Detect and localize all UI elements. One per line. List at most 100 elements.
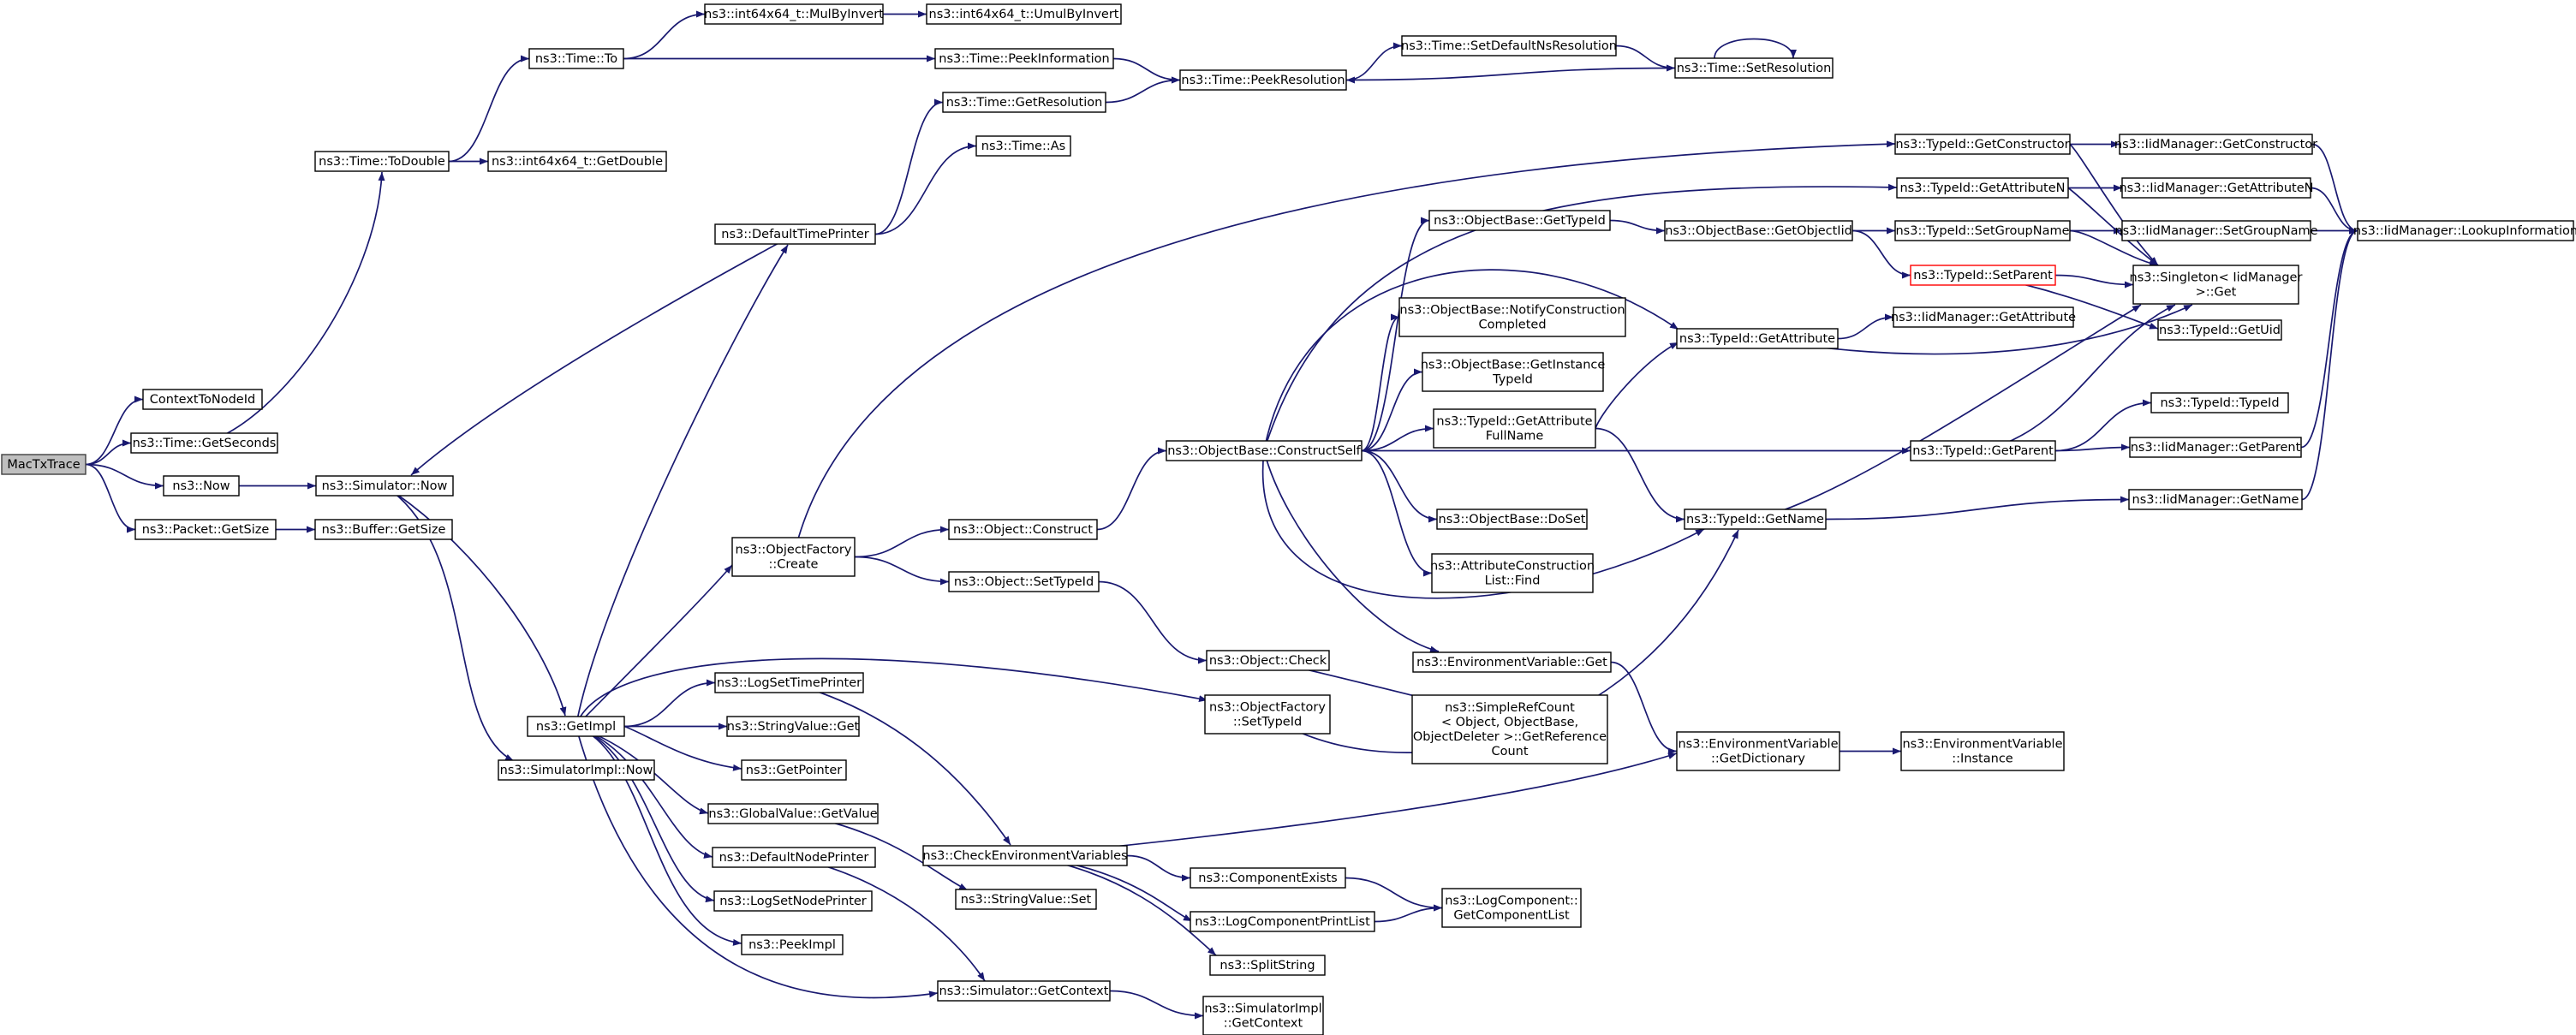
node-label: ns3::ObjectBase::NotifyConstruction	[1399, 304, 1625, 318]
node-buffer_getsize[interactable]: ns3::Buffer::GetSize	[314, 519, 453, 540]
node-typeid_getconstructor[interactable]: ns3::TypeId::GetConstructor	[1894, 134, 2071, 155]
node-iidmanager_setgroupname[interactable]: ns3::IidManager::SetGroupName	[2114, 220, 2318, 241]
node-time_setresolution[interactable]: ns3::Time::SetResolution	[1674, 57, 1834, 79]
node-iidmanager_getparent[interactable]: ns3::IidManager::GetParent	[2129, 437, 2302, 458]
node-box	[1204, 694, 1331, 735]
node-time_getseconds[interactable]: ns3::Time::GetSeconds	[130, 432, 278, 454]
node-checkenvironmentvariables[interactable]: ns3::CheckEnvironmentVariables	[922, 845, 1128, 866]
node-label: ns3::TypeId::SetGroupName	[1895, 224, 2069, 238]
node-box	[130, 432, 278, 454]
edge-mactxtrace-to-packet_getsize	[85, 463, 136, 533]
node-iidmanager_getattributen[interactable]: ns3::IidManager::GetAttributeN	[2119, 177, 2314, 199]
node-label: ns3::int64x64_t::UmulByInvert	[929, 8, 1119, 21]
edge-objectbase_constructself-to-attributeconstructionlist_find	[1361, 449, 1433, 577]
node-logsetnodeprinter[interactable]: ns3::LogSetNodePrinter	[713, 890, 873, 912]
node-environmentvariable_getdictionary[interactable]: ns3::EnvironmentVariable::GetDictionary	[1676, 731, 1840, 771]
edge-simulator_now-to-simimpl_now	[384, 485, 515, 762]
node-peekimpl[interactable]: ns3::PeekImpl	[741, 934, 844, 955]
node-label: ns3::IidManager::GetName	[2132, 493, 2299, 507]
node-box	[1676, 328, 1839, 349]
node-objectfactory_create[interactable]: ns3::ObjectFactory::Create	[731, 537, 856, 577]
node-time_setdefaultnsresolution[interactable]: ns3::Time::SetDefaultNsResolution	[1401, 35, 1617, 57]
node-contexttonodeid[interactable]: ContextToNodeId	[142, 389, 263, 410]
node-time_peekinformation[interactable]: ns3::Time::PeekInformation	[934, 48, 1114, 69]
node-simplerefcount[interactable]: ns3::SimpleRefCount< Object, ObjectBase,…	[1411, 694, 1608, 764]
node-mactxtrace[interactable]: MacTxTrace	[1, 454, 86, 475]
node-getpointer[interactable]: ns3::GetPointer	[741, 759, 847, 781]
node-typeid_typeid[interactable]: ns3::TypeId::TypeId	[2150, 392, 2289, 413]
node-stringvalue_get[interactable]: ns3::StringValue::Get	[726, 716, 860, 737]
node-object_construct[interactable]: ns3::Object::Construct	[948, 519, 1098, 540]
node-objectbase_constructself[interactable]: ns3::ObjectBase::ConstructSelf	[1166, 440, 1363, 461]
node-time_peekresolution[interactable]: ns3::Time::PeekResolution	[1179, 69, 1347, 91]
node-objectfactory_settypeid[interactable]: ns3::ObjectFactory::SetTypeId	[1204, 694, 1331, 735]
node-environmentvariable_instance[interactable]: ns3::EnvironmentVariable::Instance	[1900, 731, 2065, 771]
node-typeid_setgroupname[interactable]: ns3::TypeId::SetGroupName	[1894, 220, 2071, 241]
node-label: ns3::StringValue::Get	[727, 720, 860, 734]
node-label: ns3::TypeId::GetAttributeN	[1899, 181, 2065, 195]
node-typeid_getuid[interactable]: ns3::TypeId::GetUid	[2157, 319, 2282, 341]
node-environmentvariable_get[interactable]: ns3::EnvironmentVariable::Get	[1412, 651, 1612, 673]
node-int64_umulbyinvert[interactable]: ns3::int64x64_t::UmulByInvert	[926, 3, 1122, 25]
edge-typeid_getname-to-iidmanager_getname	[1825, 496, 2130, 520]
node-typeid_getattributen[interactable]: ns3::TypeId::GetAttributeN	[1896, 177, 2069, 199]
edge-mactxtrace-to-now	[85, 463, 164, 490]
node-objectbase_gettypeid[interactable]: ns3::ObjectBase::GetTypeId	[1428, 210, 1611, 231]
node-box	[1894, 220, 2071, 241]
node-box	[948, 571, 1100, 592]
node-iidmanager_getconstructor[interactable]: ns3::IidManager::GetConstructor	[2114, 134, 2317, 155]
node-int64_getdouble[interactable]: ns3::int64x64_t::GetDouble	[487, 151, 667, 172]
edge-getimpl-to-getpointer	[623, 725, 742, 771]
node-typeid_getname[interactable]: ns3::TypeId::GetName	[1684, 509, 1827, 530]
node-splitstring[interactable]: ns3::SplitString	[1209, 955, 1326, 976]
node-int64_mulbyinvert[interactable]: ns3::int64x64_t::MulByInvert	[704, 3, 884, 25]
node-typeid_getparent[interactable]: ns3::TypeId::GetParent	[1910, 440, 2056, 461]
node-box	[1206, 650, 1330, 671]
node-object_settypeid[interactable]: ns3::Object::SetTypeId	[948, 571, 1100, 592]
node-objectbase_doset[interactable]: ns3::ObjectBase::DoSet	[1436, 509, 1588, 530]
node-label: ns3::ObjectFactory	[1209, 701, 1326, 715]
node-box	[1436, 509, 1588, 530]
node-logcomponent_getcomponentlist[interactable]: ns3::LogComponent::GetComponentList	[1441, 888, 1582, 928]
node-time_todouble[interactable]: ns3::Time::ToDouble	[314, 151, 450, 172]
edge-getimpl-to-peekimpl	[575, 725, 742, 946]
node-objectbase_notifyconstructioncompleted[interactable]: ns3::ObjectBase::NotifyConstructionCompl…	[1398, 297, 1626, 337]
node-time_getresolution[interactable]: ns3::Time::GetResolution	[942, 92, 1106, 113]
node-logsettimeprinter[interactable]: ns3::LogSetTimePrinter	[714, 672, 864, 693]
node-time_to[interactable]: ns3::Time::To	[528, 48, 624, 69]
node-box	[1893, 306, 2074, 328]
node-simulator_now[interactable]: ns3::Simulator::Now	[315, 475, 454, 497]
node-globalvalue_getvalue[interactable]: ns3::GlobalValue::GetValue	[707, 803, 879, 824]
edge-getimpl-to-logsettimeprinter	[623, 679, 716, 728]
node-now[interactable]: ns3::Now	[163, 475, 240, 497]
node-label: ns3::Time::GetSeconds	[133, 437, 277, 450]
node-defaultnodeprinter[interactable]: ns3::DefaultNodePrinter	[712, 847, 876, 868]
edge-time_peekresolution-to-time_setdefaultnsresolution	[1345, 42, 1403, 81]
node-iidmanager_getattribute[interactable]: ns3::IidManager::GetAttribute	[1891, 306, 2076, 328]
node-box	[1896, 177, 2069, 199]
node-typeid_getattribute[interactable]: ns3::TypeId::GetAttribute	[1676, 328, 1839, 349]
node-iidmanager_getname[interactable]: ns3::IidManager::GetName	[2128, 489, 2303, 510]
node-time_as[interactable]: ns3::Time::As	[975, 135, 1071, 157]
node-logcomponentprintlist[interactable]: ns3::LogComponentPrintList	[1190, 911, 1375, 932]
node-simulator_getcontext[interactable]: ns3::Simulator::GetContext	[937, 980, 1111, 1002]
node-singleton_get[interactable]: ns3::Singleton< IidManager >::Get	[2130, 265, 2303, 305]
node-simimpl_getcontext[interactable]: ns3::SimulatorImpl::GetContext	[1202, 996, 1324, 1035]
node-label: ns3::LogSetTimePrinter	[717, 676, 862, 690]
node-defaulttimeprinter[interactable]: ns3::DefaultTimePrinter	[714, 223, 876, 245]
node-simimpl_now[interactable]: ns3::SimulatorImpl::Now	[498, 759, 655, 781]
node-box	[714, 672, 864, 693]
node-getimpl[interactable]: ns3::GetImpl	[527, 716, 625, 737]
node-typeid_setparent[interactable]: ns3::TypeId::SetParent	[1910, 265, 2056, 286]
node-box	[1, 454, 86, 475]
node-object_check[interactable]: ns3::Object::Check	[1206, 650, 1330, 671]
node-packet_getsize[interactable]: ns3::Packet::GetSize	[134, 519, 277, 540]
node-componentexists[interactable]: ns3::ComponentExists	[1190, 867, 1346, 889]
node-stringvalue_set[interactable]: ns3::StringValue::Set	[955, 889, 1097, 910]
node-iidmanager_lookupinformation[interactable]: ns3::IidManager::LookupInformation	[2353, 220, 2576, 241]
edge-time_getseconds-to-time_todouble	[204, 171, 385, 444]
node-objectbase_getobjectiid[interactable]: ns3::ObjectBase::GetObjectIid	[1664, 220, 1853, 241]
